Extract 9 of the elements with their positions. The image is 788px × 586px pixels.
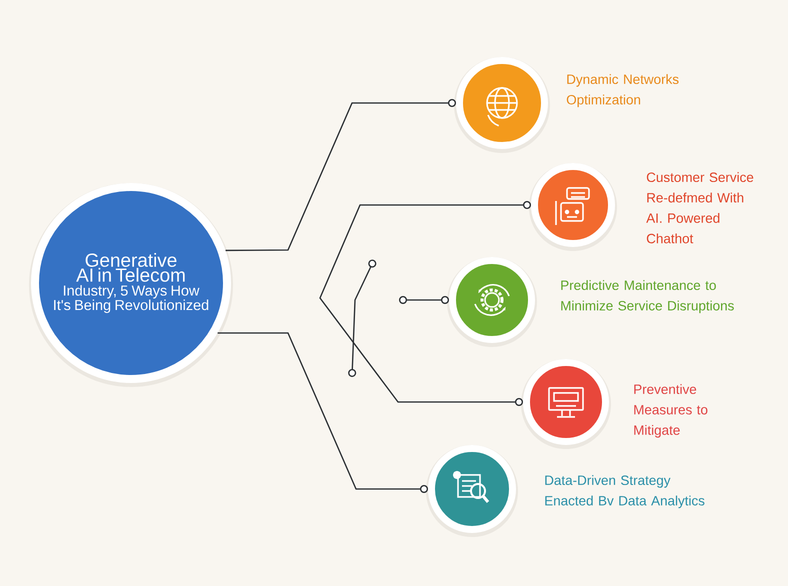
connector-line (399, 296, 449, 304)
item-label: Dynamic Networks Optimization (566, 74, 679, 108)
connector-line (218, 332, 428, 493)
item-label: Customer Service Re-defmed With AI. Powered Chathot (646, 172, 754, 244)
item-label: Predictive Maintenance to Minimize Service Disruptions (561, 280, 734, 314)
connector-line (226, 99, 456, 252)
connector-line (319, 200, 531, 406)
item-label: Data-Driven Strategy Enacted Bv Data Analytics (545, 475, 704, 508)
item-label: Preventive Measures to Mitigate (634, 384, 708, 438)
